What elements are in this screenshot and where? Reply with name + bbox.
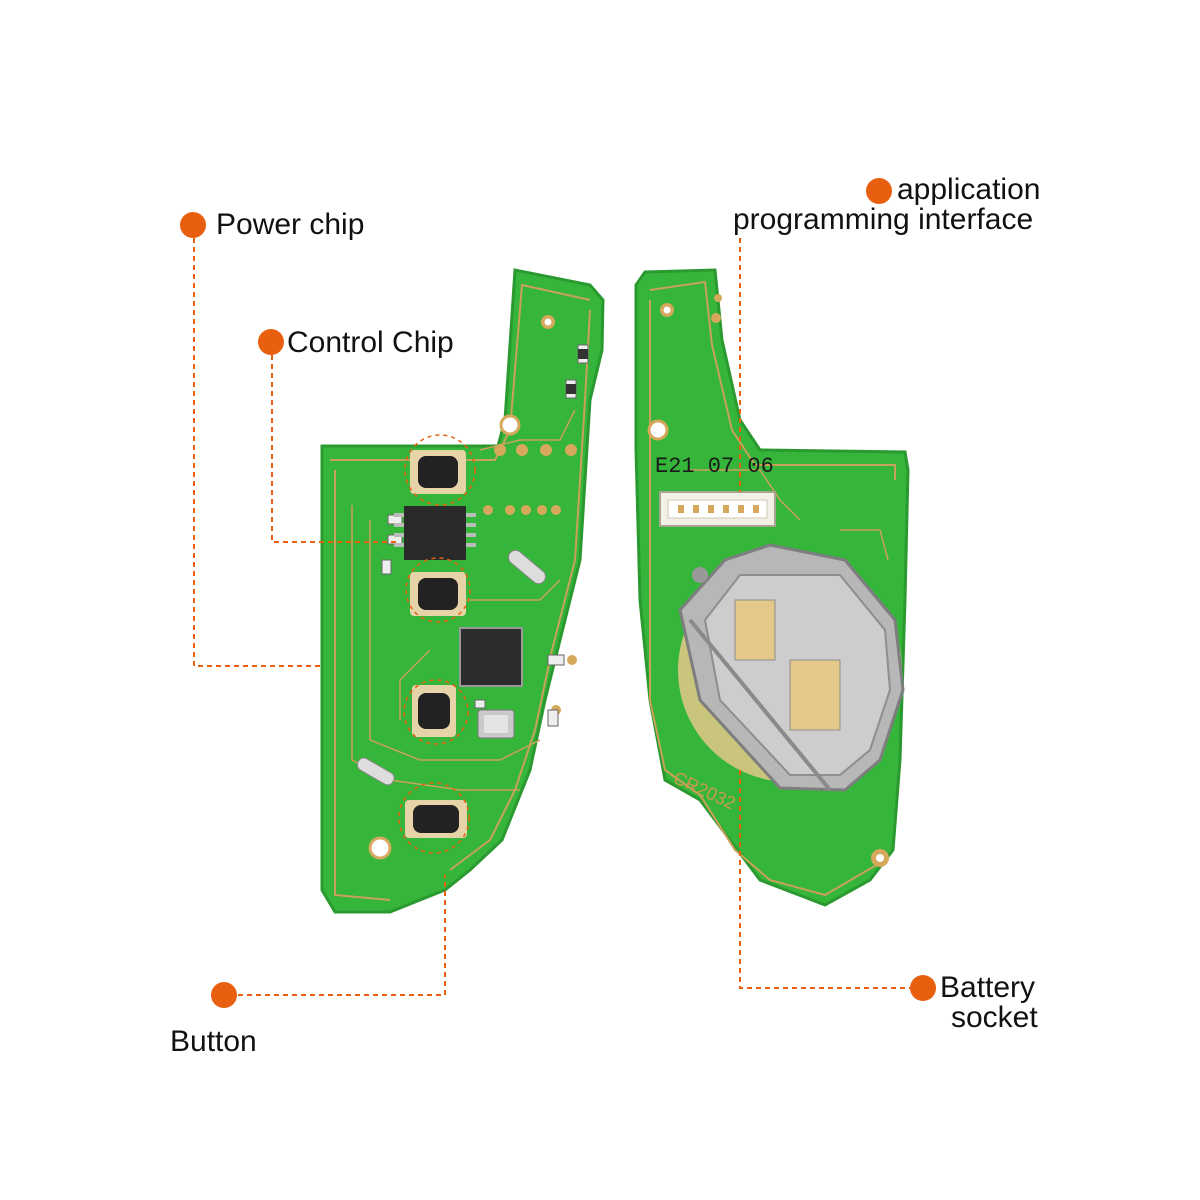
- power-chip-label: Power chip: [216, 208, 365, 241]
- battery-label-line1: Battery: [940, 971, 1036, 1004]
- api-label-line2: programming interface: [733, 203, 1034, 236]
- button-switch: [405, 800, 467, 838]
- battery-label-line2: socket: [951, 1001, 1038, 1034]
- button-switch: [412, 685, 456, 737]
- power-chip-marker: [180, 212, 206, 238]
- control-chip-label: Control Chip: [287, 326, 454, 359]
- button-marker: [211, 982, 237, 1008]
- leader-button: [238, 875, 446, 996]
- battery-socket: [678, 543, 905, 792]
- api-label-line1: application: [897, 173, 1041, 206]
- date-code-silkscreen: E21 07 06: [655, 454, 774, 479]
- control-chip: [459, 627, 523, 687]
- right-pcb-board: E21 07 06 CR2032: [634, 268, 910, 907]
- leader-battery: [739, 770, 910, 989]
- power-chip: [394, 506, 476, 560]
- programming-connector: [659, 491, 776, 527]
- button-switch: [410, 450, 466, 494]
- control-chip-marker: [258, 329, 284, 355]
- button-switch: [410, 572, 466, 616]
- button-label: Button: [170, 1025, 257, 1058]
- api-marker: [866, 178, 892, 204]
- leader-power-chip: [193, 238, 320, 667]
- crystal-oscillator: [477, 709, 515, 739]
- battery-socket-marker: [910, 975, 936, 1001]
- left-pcb-board: [320, 268, 605, 914]
